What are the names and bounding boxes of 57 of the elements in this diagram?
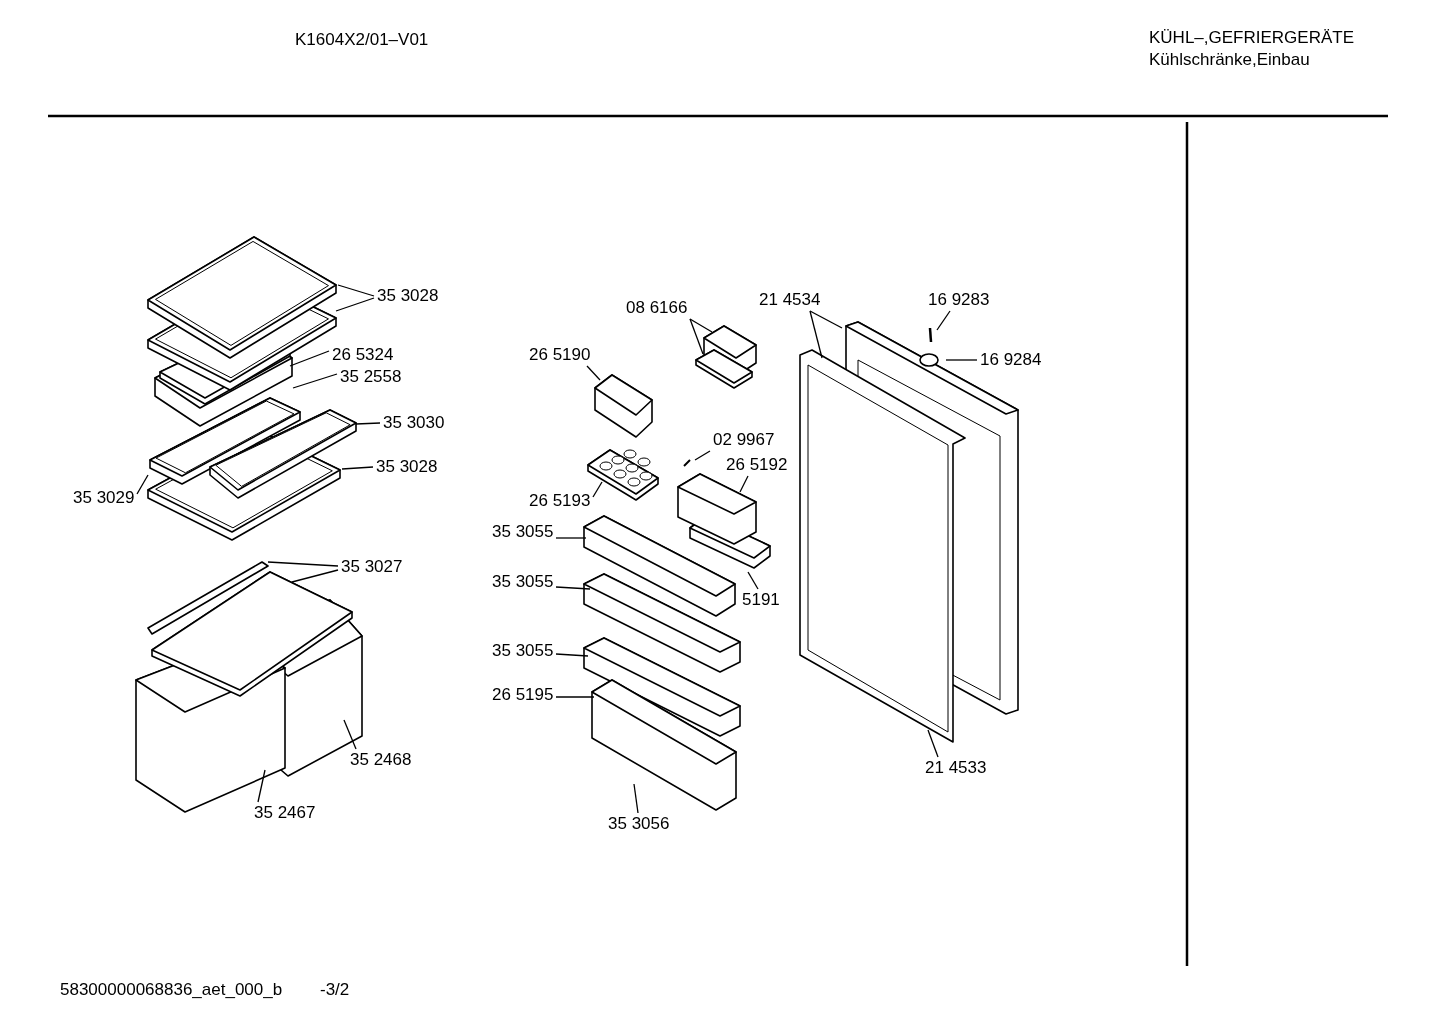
leader-line <box>739 475 749 493</box>
part-number: 35 3056 <box>608 814 670 834</box>
leader-line <box>555 696 595 698</box>
part-number: 35 2558 <box>340 367 402 387</box>
leader-line <box>337 284 375 297</box>
document-number: 58300000068836_aet_000_b <box>60 980 283 1000</box>
part-number: 35 3055 <box>492 522 554 542</box>
part-number: 35 3055 <box>492 572 554 592</box>
part-number: 26 5192 <box>726 455 788 475</box>
leader-line <box>555 653 589 657</box>
leader-line <box>555 586 591 590</box>
leader-line <box>747 571 759 590</box>
leader-line <box>267 561 339 567</box>
leader-line <box>927 729 939 758</box>
part-number: 02 9967 <box>713 430 775 450</box>
part-number: 08 6166 <box>626 298 688 318</box>
part-number: 35 3027 <box>341 557 403 577</box>
leader-line <box>289 350 330 367</box>
model-number: K1604X2/01–V01 <box>295 30 429 50</box>
part-number: 26 5195 <box>492 685 554 705</box>
leader-line <box>809 310 823 359</box>
part-number: 35 3028 <box>376 457 438 477</box>
leader-line <box>555 537 587 539</box>
leader-line <box>335 297 375 312</box>
category-heading: KÜHL–,GEFRIERGERÄTE <box>1149 28 1354 48</box>
subcategory-heading: Kühlschränke,Einbau <box>1149 50 1310 70</box>
leader-line <box>809 310 843 329</box>
part-number: 35 3055 <box>492 641 554 661</box>
part-number: 16 9283 <box>928 290 990 310</box>
part-number: 21 4533 <box>925 758 987 778</box>
part-number: 26 5324 <box>332 345 394 365</box>
leader-line <box>136 474 149 495</box>
page-number: -3/2 <box>320 980 350 1000</box>
leader-line <box>694 450 711 461</box>
leader-line <box>592 481 603 498</box>
leader-line <box>689 318 713 333</box>
leader-line <box>633 783 639 814</box>
part-number: 26 5190 <box>529 345 591 365</box>
part-number: 21 4534 <box>759 290 821 310</box>
part-number: 35 2467 <box>254 803 316 823</box>
leader-line <box>945 359 978 361</box>
leader-line <box>355 422 381 425</box>
part-number: 35 3029 <box>73 488 135 508</box>
leader-line <box>341 466 374 470</box>
part-number: 35 3028 <box>377 286 439 306</box>
part-number: 16 9284 <box>980 350 1042 370</box>
leader-line <box>291 569 339 583</box>
leader-line <box>343 719 357 750</box>
leader-line <box>936 310 951 331</box>
part-number: 26 5193 <box>529 491 591 511</box>
leader-line <box>257 769 266 803</box>
part-number: 35 3030 <box>383 413 445 433</box>
part-number: 5191 <box>742 590 780 610</box>
leader-line <box>292 373 338 389</box>
part-number: 35 2468 <box>350 750 412 770</box>
leader-line <box>586 365 601 381</box>
leader-line <box>689 318 704 355</box>
